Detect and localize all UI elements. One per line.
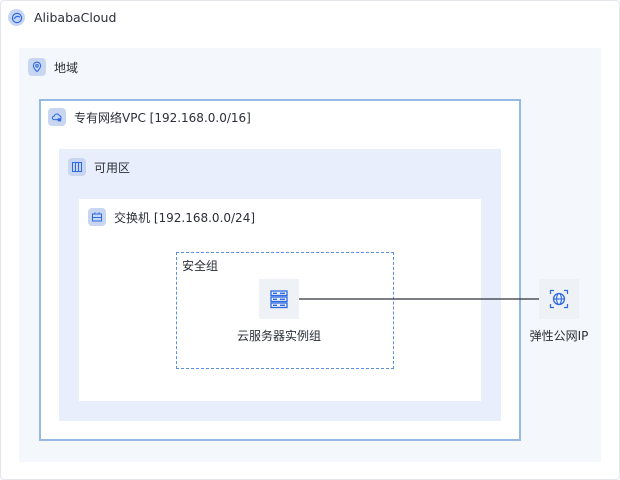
ecs-group-label: 云服务器实例组	[236, 329, 321, 343]
cloud-lock-icon	[48, 108, 66, 126]
switch-icon	[88, 208, 106, 226]
vswitch-label: 交换机 [192.168.0.0/24]	[114, 211, 256, 225]
eip-label: 弹性公网IP	[529, 329, 589, 343]
server-stack-icon[interactable]	[259, 279, 299, 319]
globe-icon[interactable]	[539, 279, 579, 319]
zone-label: 可用区	[94, 161, 131, 175]
cloud-logo-icon	[8, 9, 25, 26]
cloud-title: AlibabaCloud	[34, 10, 117, 25]
region-label: 地域	[54, 61, 79, 75]
vpc-label: 专有网络VPC [192.168.0.0/16]	[74, 111, 251, 125]
security-group-label: 安全组	[182, 259, 219, 273]
zone-grid-icon	[68, 158, 86, 176]
location-pin-icon	[28, 58, 46, 76]
